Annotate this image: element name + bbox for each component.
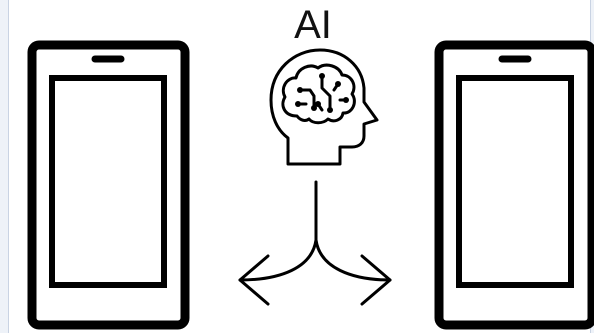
brain-circuit-nodes — [295, 73, 349, 113]
ai-label: AI — [294, 3, 332, 47]
ai-brain-head-icon — [269, 48, 379, 166]
left-smartphone-icon — [27, 40, 190, 330]
split-arrow-icon — [238, 180, 392, 306]
right-smartphone-icon — [434, 40, 594, 330]
left-frame-edge — [0, 0, 9, 333]
